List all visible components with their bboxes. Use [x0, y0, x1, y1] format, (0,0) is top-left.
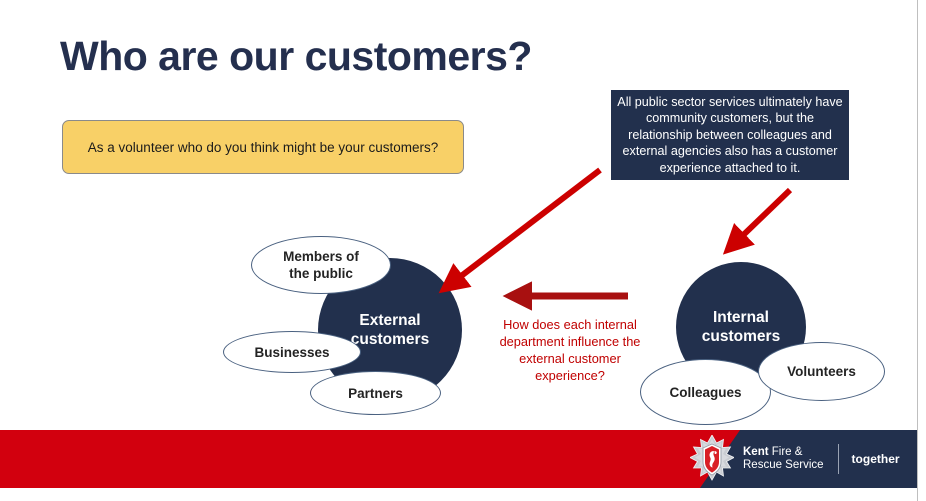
- bubble-colleagues: Colleagues: [640, 359, 771, 425]
- page-border-line: [917, 0, 918, 501]
- explanation-callout-box: All public sector services ultimately ha…: [611, 90, 849, 180]
- logo-divider: [837, 444, 839, 474]
- brand-fire-and: Fire &: [768, 445, 803, 458]
- internal-core-label-line1: Internal: [713, 309, 769, 326]
- brand-rescue-service: Rescue Service: [743, 459, 824, 471]
- page-title: Who are our customers?: [60, 33, 532, 79]
- arrow-callout-to-internal: [722, 187, 793, 255]
- bubble-partners-label: Partners: [348, 385, 403, 401]
- bubble-colleagues-label: Colleagues: [669, 384, 742, 400]
- prompt-callout-box: As a volunteer who do you think might be…: [62, 120, 464, 174]
- footer-band: [0, 430, 918, 488]
- brand-kent: Kent: [743, 445, 769, 458]
- middle-question-text: How does each internal department influe…: [499, 317, 641, 383]
- bubble-businesses-label: Businesses: [254, 344, 330, 360]
- brand-tagline: together: [851, 452, 900, 466]
- bubble-partners: Partners: [310, 371, 441, 415]
- external-core-label-line2: customers: [350, 331, 430, 348]
- brand-logo: Kent Fire & Rescue Service together: [690, 434, 900, 484]
- fire-service-crest-icon: [690, 435, 734, 481]
- bubble-public-label-line1: Members of: [283, 249, 359, 264]
- arrow-callout-to-external: [438, 167, 602, 294]
- bubble-businesses: Businesses: [223, 331, 361, 373]
- brand-name: Kent Fire & Rescue Service: [743, 446, 824, 473]
- internal-core-label-line2: customers: [701, 328, 781, 345]
- bubble-members-of-the-public: Members of the public: [251, 236, 391, 294]
- bubble-volunteers-label: Volunteers: [787, 364, 856, 379]
- explanation-callout-text: All public sector services ultimately ha…: [617, 94, 843, 175]
- bubble-volunteers: Volunteers: [758, 342, 885, 401]
- footer-navy-block: [700, 430, 918, 488]
- bubble-public-label-line2: the public: [289, 266, 353, 281]
- page-right-gutter: [918, 0, 926, 501]
- prompt-callout-text: As a volunteer who do you think might be…: [87, 139, 439, 155]
- external-core-label-line1: External: [359, 312, 421, 329]
